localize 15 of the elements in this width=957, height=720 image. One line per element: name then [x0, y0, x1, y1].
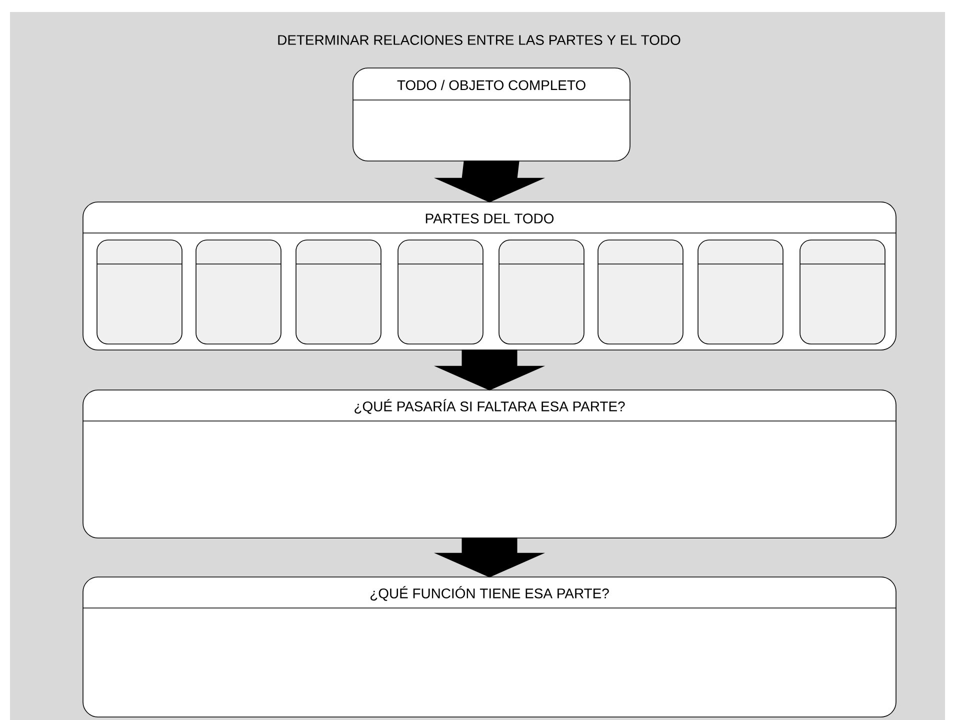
part-box — [296, 240, 382, 344]
part-box — [598, 240, 684, 344]
section-box: ¿QUÉ PASARÍA SI FALTARA ESA PARTE? — [82, 390, 896, 538]
whole-object-box: TODO / OBJETO COMPLETO — [352, 68, 630, 162]
section-box: ¿QUÉ FUNCIÓN TIENE ESA PARTE? — [82, 576, 896, 718]
part-box — [196, 240, 282, 344]
part-box — [398, 240, 484, 344]
part-box — [498, 240, 584, 344]
block-arrow — [434, 350, 546, 390]
part-box — [698, 240, 784, 344]
part-box — [96, 240, 182, 344]
part-box — [800, 240, 886, 344]
block-arrow — [434, 160, 546, 202]
block-arrow — [434, 538, 546, 578]
title: DETERMINAR RELACIONES ENTRE LAS PARTES Y EL TODO — [278, 35, 680, 45]
